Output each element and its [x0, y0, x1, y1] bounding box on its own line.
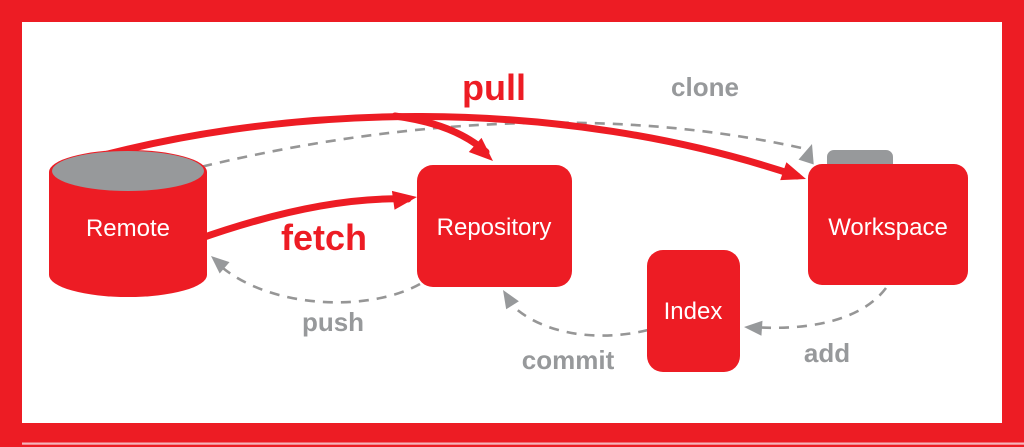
node-remote: Remote	[49, 150, 207, 297]
repository-box	[417, 165, 572, 287]
pull-label: pull	[462, 67, 526, 108]
commit-label: commit	[522, 345, 615, 375]
index-label: Index	[664, 298, 723, 325]
add-label: add	[804, 338, 850, 368]
fetch-arrowhead	[391, 190, 417, 210]
node-index: Index	[647, 250, 740, 372]
index-box	[647, 250, 740, 372]
fetch-edge	[192, 195, 412, 244]
pull-arrowhead	[780, 162, 806, 181]
workspace-label: Workspace	[828, 214, 948, 241]
clone-label: clone	[671, 72, 739, 102]
push-edge	[217, 263, 421, 304]
clone-edge	[149, 121, 807, 182]
node-workspace: Workspace	[808, 150, 968, 285]
bottom-accent-line	[22, 442, 1024, 445]
push-label: push	[302, 307, 364, 337]
add-arrowhead	[744, 320, 763, 336]
node-repository: Repository	[417, 165, 572, 287]
pull-edge	[54, 113, 801, 180]
remote-label: Remote	[86, 215, 170, 242]
push-arrowhead	[211, 256, 230, 274]
repository-label: Repository	[437, 214, 552, 241]
workspace-folder-body	[808, 164, 968, 285]
commit-edge	[505, 298, 649, 337]
clone-arrowhead	[798, 144, 814, 165]
fetch-label: fetch	[281, 217, 367, 258]
pull-branch-arrowhead	[468, 137, 493, 161]
remote-cylinder-top	[52, 151, 204, 191]
commit-arrowhead	[503, 290, 519, 310]
